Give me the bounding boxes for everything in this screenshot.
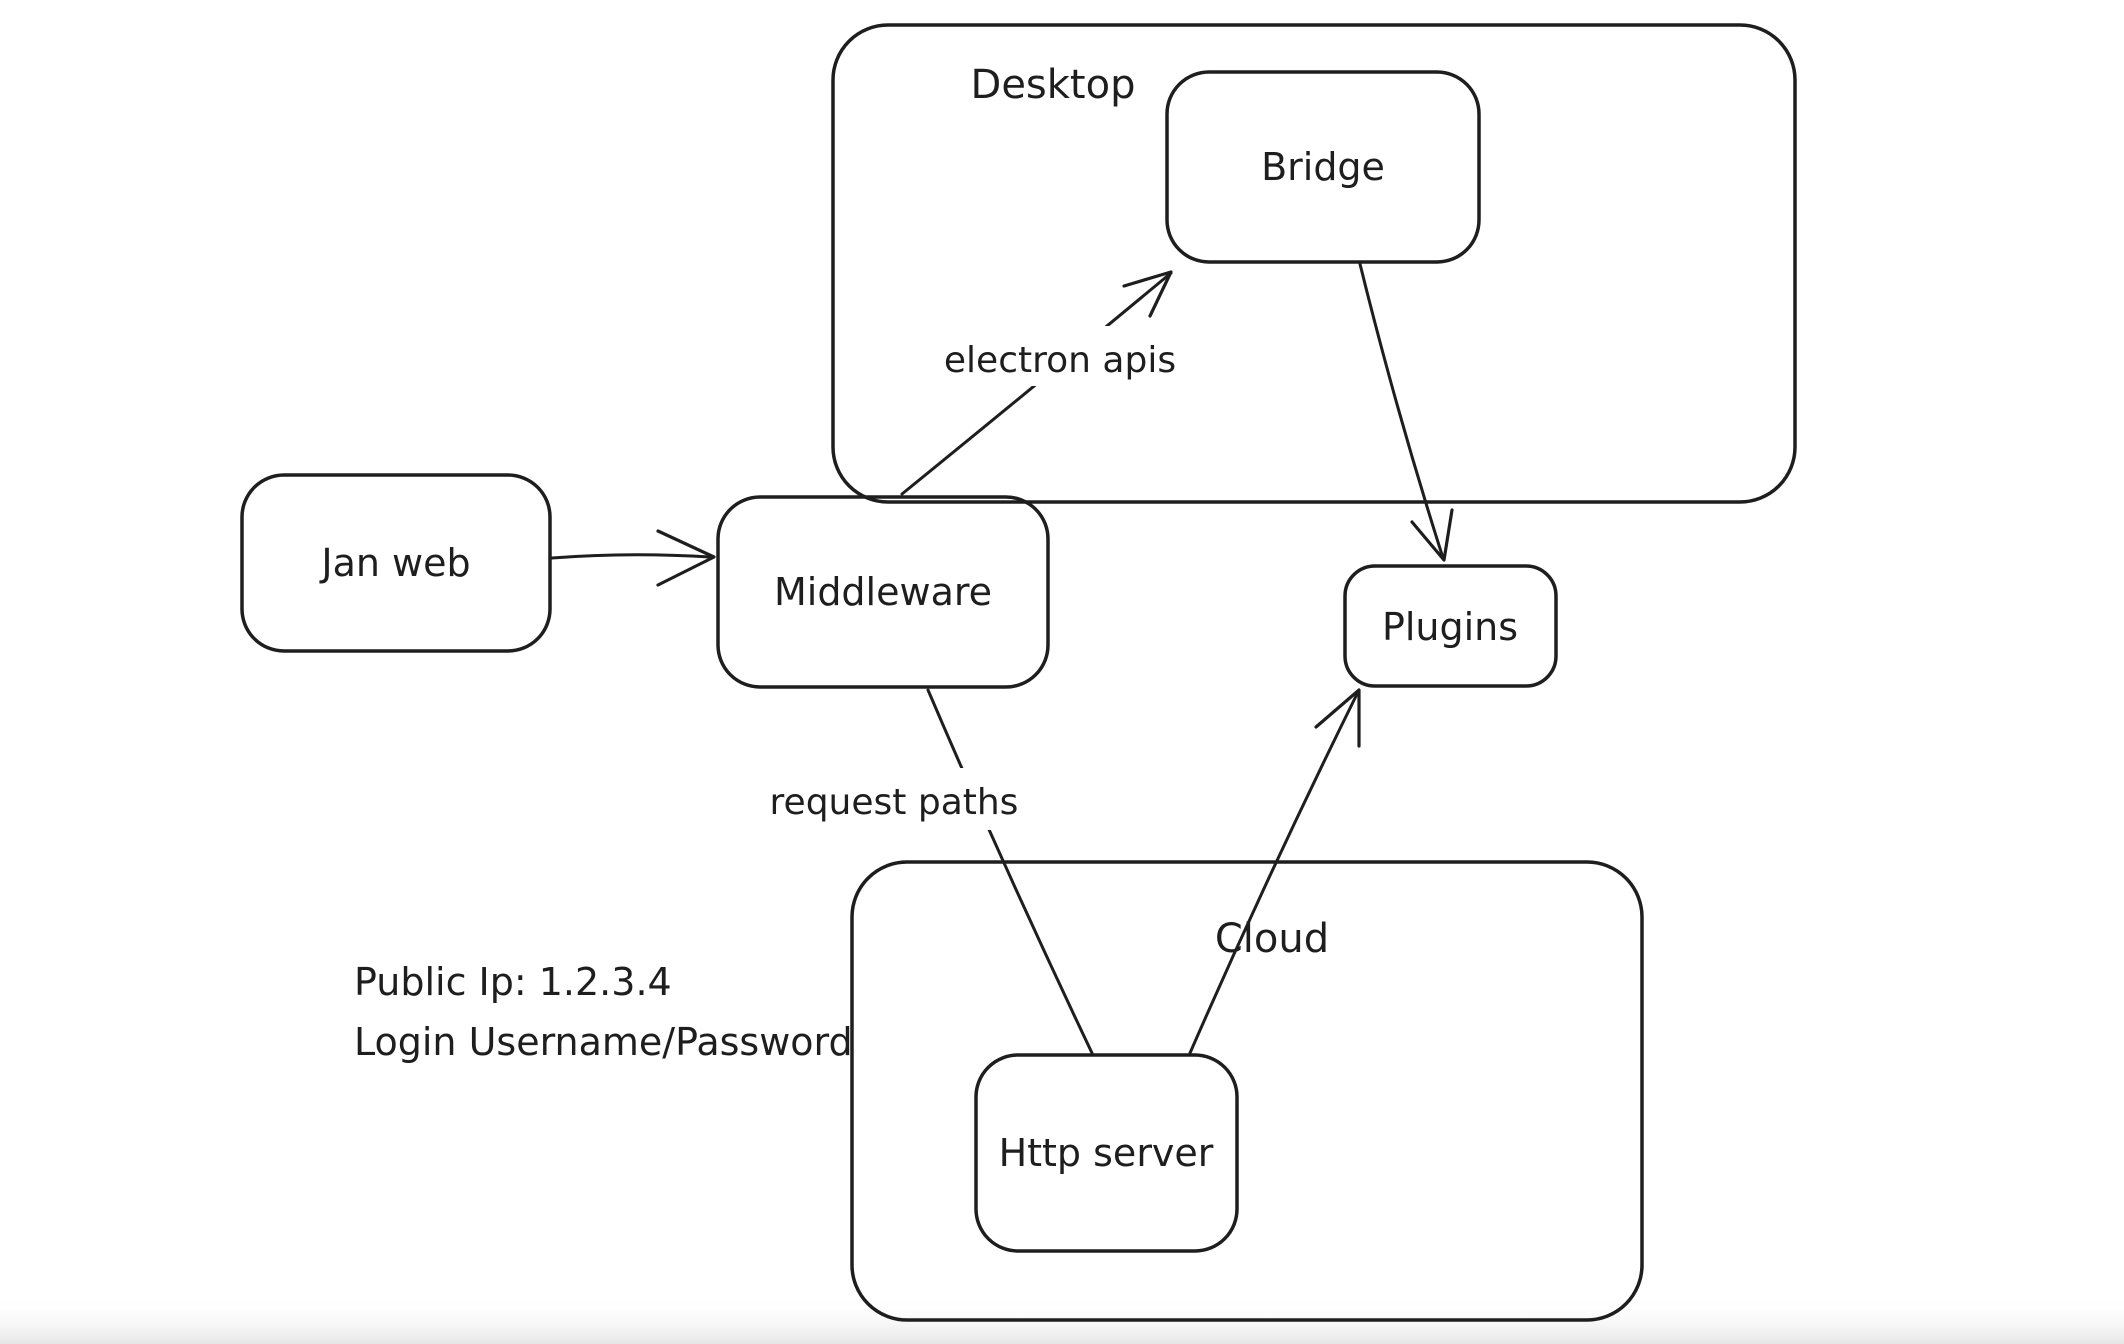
node-plugins-label[interactable]: Plugins — [1382, 605, 1518, 649]
edge-httpserver-to-plugins[interactable] — [1188, 688, 1361, 1055]
edge-label-electron-apis-bg — [922, 326, 1198, 386]
edge-line-janweb-middleware[interactable] — [550, 553, 712, 560]
edge-middleware-to-httpserver[interactable] — [926, 688, 1094, 1055]
container-cloud-label[interactable]: Cloud — [1215, 916, 1329, 962]
edge-line-middleware-bridge[interactable] — [900, 271, 1173, 496]
edge-line-httpserver-plugins[interactable] — [1188, 690, 1360, 1055]
container-cloud-box[interactable] — [850, 860, 1644, 1322]
edge-bridge-to-plugins[interactable] — [1358, 262, 1454, 562]
arrowhead — [1314, 688, 1361, 748]
node-jan-web-box[interactable] — [240, 473, 552, 653]
edge-label-request-paths-text[interactable]: request paths — [770, 782, 1019, 823]
annotation-public-ip[interactable]: Public Ip: 1.2.3.4 — [354, 960, 672, 1004]
node-http-server[interactable]: Http server — [974, 1053, 1239, 1253]
node-middleware-label[interactable]: Middleware — [774, 570, 992, 614]
edge-line-middleware-httpserver[interactable] — [926, 688, 1094, 1055]
edge-label-electron-apis[interactable]: electron apis — [922, 326, 1198, 386]
annotation-login[interactable]: Login Username/Password — [354, 1020, 853, 1064]
node-jan-web[interactable]: Jan web — [240, 473, 552, 653]
node-http-server-label[interactable]: Http server — [999, 1131, 1214, 1175]
node-plugins-box[interactable] — [1343, 564, 1558, 688]
node-middleware-box[interactable] — [716, 495, 1050, 689]
arrowhead — [656, 529, 716, 587]
container-desktop[interactable]: Desktop — [831, 23, 1797, 504]
edge-label-request-paths-bg — [740, 768, 1048, 830]
node-bridge[interactable]: Bridge — [1165, 70, 1481, 264]
node-plugins[interactable]: Plugins — [1343, 564, 1558, 688]
arrowhead — [1122, 270, 1173, 318]
arrowhead — [1410, 508, 1454, 562]
node-bridge-label[interactable]: Bridge — [1261, 145, 1385, 189]
edge-janweb-to-middleware[interactable] — [550, 529, 716, 587]
node-http-server-box[interactable] — [974, 1053, 1239, 1253]
container-desktop-label[interactable]: Desktop — [971, 62, 1136, 108]
edge-line-bridge-plugins[interactable] — [1358, 262, 1445, 560]
edge-label-electron-apis-text[interactable]: electron apis — [944, 340, 1176, 381]
container-cloud[interactable] — [850, 860, 1644, 1322]
edge-label-request-paths[interactable]: request paths — [740, 768, 1048, 830]
node-bridge-box[interactable] — [1165, 70, 1481, 264]
edge-middleware-to-bridge[interactable] — [900, 270, 1173, 496]
container-desktop-box[interactable] — [831, 23, 1797, 504]
annotation-credentials[interactable]: Public Ip: 1.2.3.4 Login Username/Passwo… — [354, 960, 853, 1064]
node-middleware[interactable]: Middleware — [716, 495, 1050, 689]
node-jan-web-label[interactable]: Jan web — [319, 541, 470, 585]
